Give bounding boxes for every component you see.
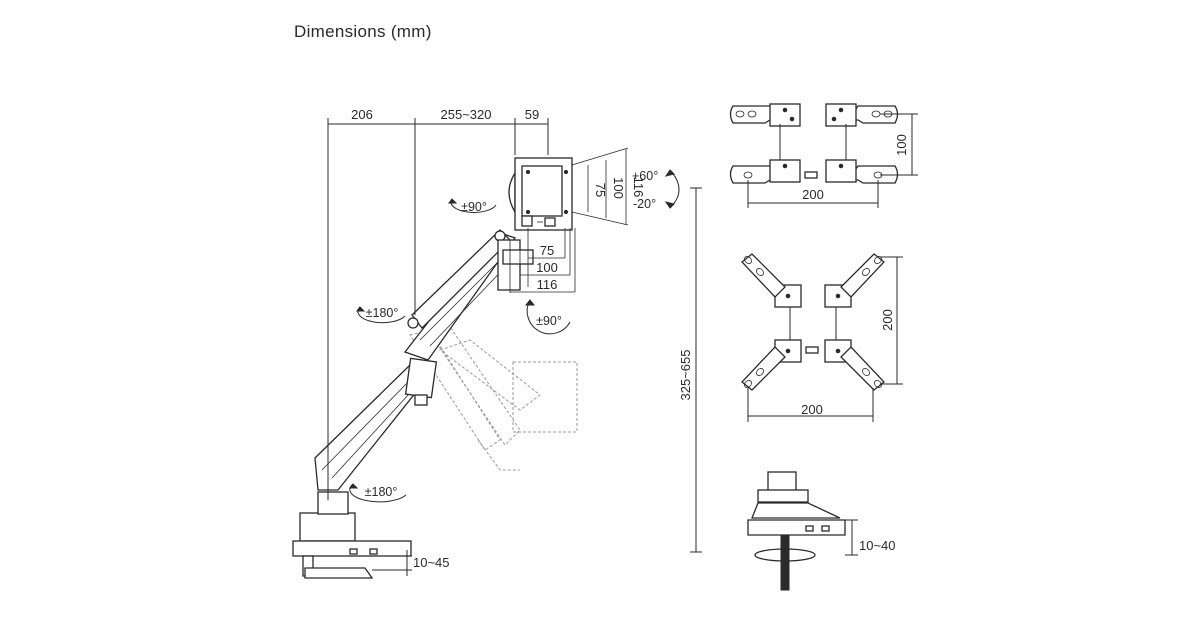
vesa-bracket-200x100: 200 100 [729,103,918,208]
arm-ghost-position [409,311,578,471]
desk-clamp [292,491,412,579]
tilt-down-label: -20° [633,197,656,211]
bracket2-height-label: 200 [880,309,895,331]
bracket1-height-label: 100 [894,134,909,156]
monitor-arm-drawing: 206 255~320 59 75 100 116 75 100 116 +60… [292,107,702,579]
base-swivel-label: ±180° [365,485,398,499]
dim-vesa-v-116: 116 [631,177,646,198]
dimension-lines [327,118,702,576]
vesa-plate [508,157,573,231]
head-swivel-label: ±90° [461,200,487,214]
dim-vesa-h-116: 116 [537,277,558,292]
upper-arm [403,229,534,361]
dim-arm-255-320: 255~320 [441,107,492,122]
tilt-up-label: +60° [632,169,658,183]
dim-arm-59: 59 [525,107,539,122]
dim-arm-206: 206 [351,107,373,122]
head-rotation-label: ±90° [536,314,562,328]
lower-arm [314,357,438,491]
dim-vesa-v-75: 75 [593,183,608,197]
vesa-bracket-200x200: 200 200 [741,253,903,422]
rotation-indicators [349,169,680,503]
elbow-swivel-label: ±180° [366,306,399,320]
page-title: Dimensions (mm) [294,22,432,41]
bracket1-width-label: 200 [802,187,824,202]
grommet-mount: 10~40 [747,471,896,591]
dim-vesa-h-75: 75 [540,243,554,258]
dim-vesa-h-100: 100 [536,260,558,275]
dim-clamp-thickness: 10~45 [413,555,450,570]
dim-vesa-v-100: 100 [611,177,626,199]
bracket2-width-label: 200 [801,402,823,417]
dim-height-range: 325~655 [678,350,693,401]
grommet-thickness-label: 10~40 [859,538,896,553]
